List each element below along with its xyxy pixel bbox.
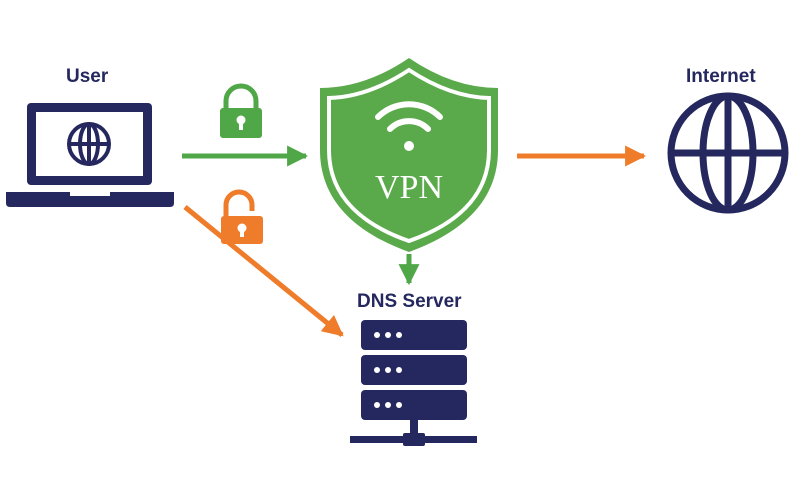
insecure-connection-arrow	[183, 205, 344, 337]
shield-icon: VPN	[320, 58, 498, 252]
internet-globe-icon	[667, 92, 789, 214]
unlocked-padlock-icon	[221, 189, 263, 244]
laptop-icon	[6, 103, 174, 207]
vpn-label: VPN	[375, 169, 443, 206]
wifi-icon	[375, 101, 443, 151]
globe-icon	[67, 122, 111, 166]
dns-server-label: DNS Server	[357, 291, 462, 312]
locked-padlock-icon	[220, 83, 262, 138]
internet-label: Internet	[686, 66, 756, 87]
server-rack-icon	[350, 320, 477, 446]
user-label: User	[66, 66, 109, 87]
